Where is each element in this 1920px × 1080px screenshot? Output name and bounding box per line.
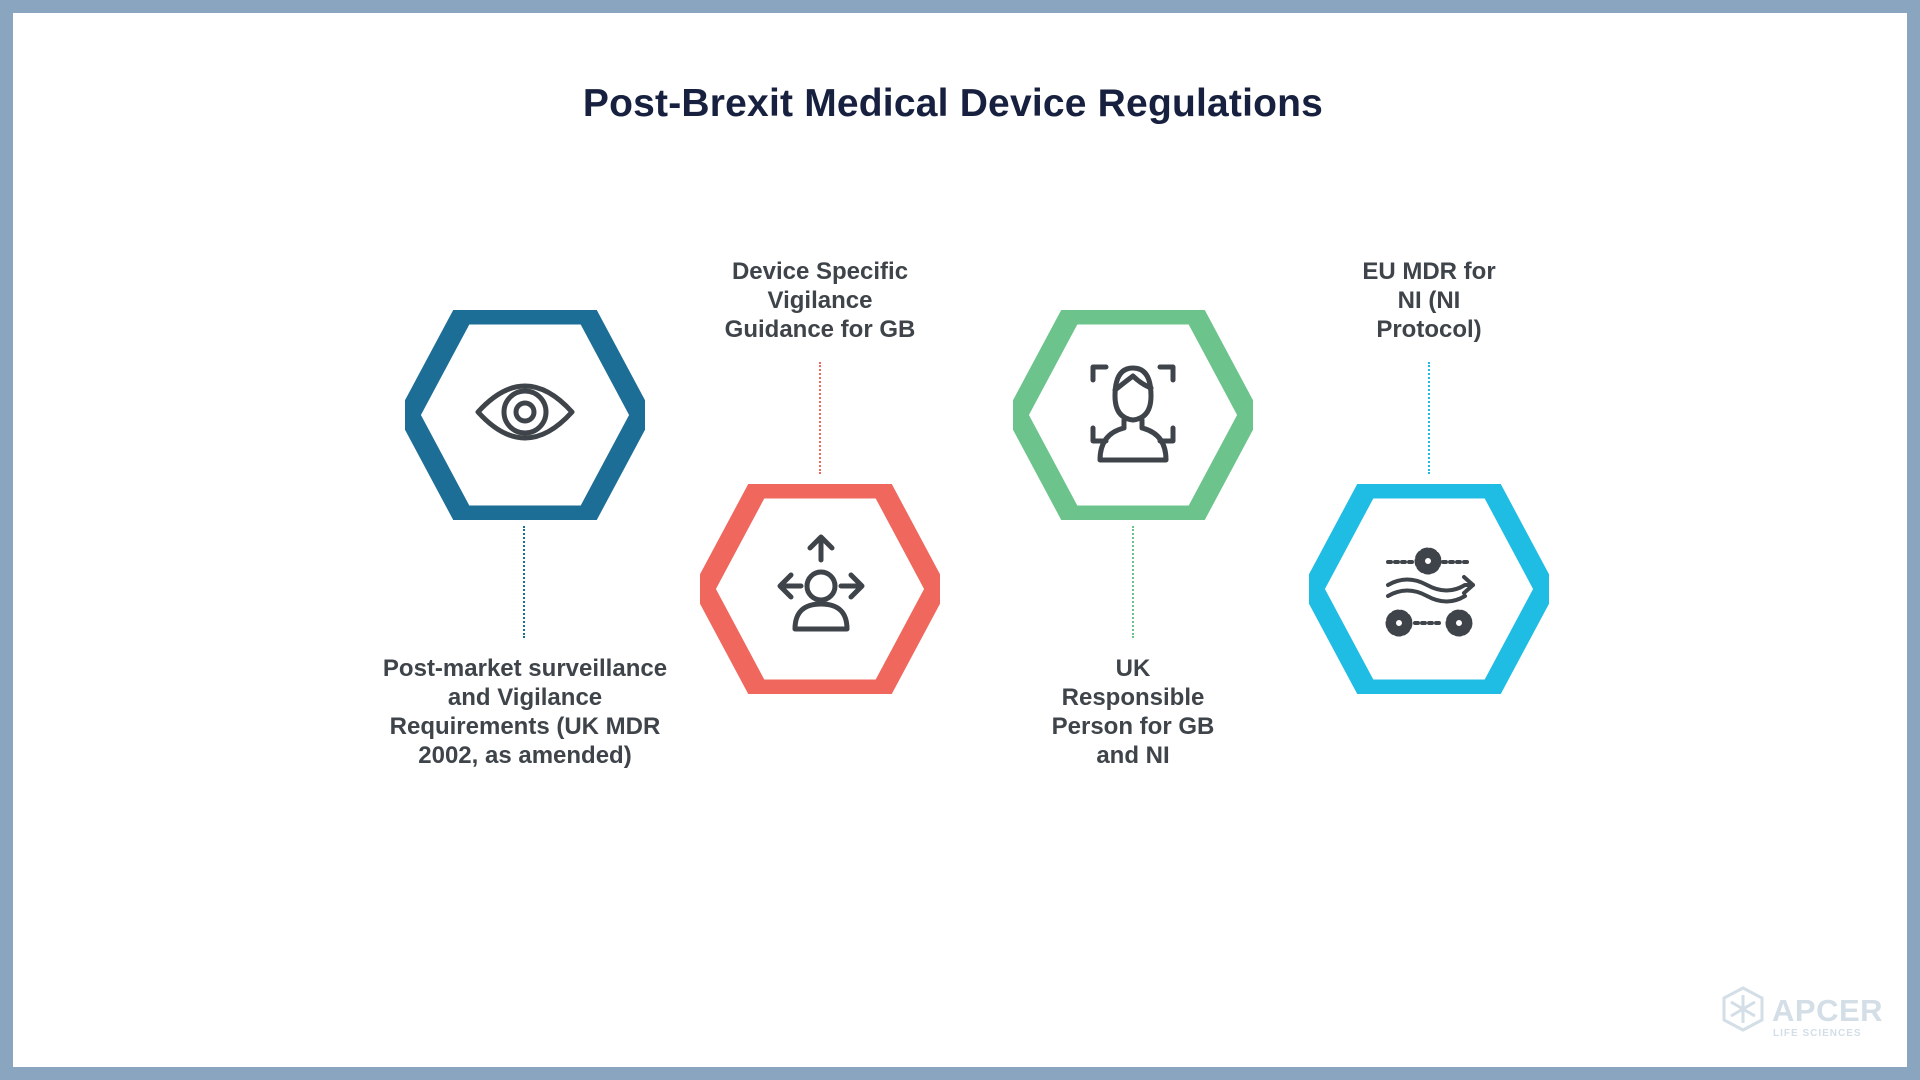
connector-2 [819, 362, 821, 474]
face-scan-icon [1090, 364, 1176, 463]
connector-1 [523, 526, 525, 638]
apcer-logo-icon [1722, 986, 1764, 1032]
label-4: EU MDR for NI (NI Protocol) [1362, 258, 1496, 343]
hexagon-3 [1013, 310, 1253, 520]
hexagon-1 [405, 310, 645, 520]
label-3: UK Responsible Person for GB and NI [1051, 655, 1215, 769]
hexagon-4 [1309, 484, 1549, 694]
person-arrows-icon [777, 534, 865, 632]
logo-subtitle: LIFE SCIENCES [1773, 1028, 1862, 1039]
connector-4 [1428, 362, 1430, 474]
hexagon-2 [700, 484, 940, 694]
logo-name: APCER [1772, 993, 1884, 1028]
connector-3 [1132, 526, 1134, 638]
slide-frame [13, 13, 1907, 1067]
page-title: Post-Brexit Medical Device Regulations [582, 82, 1324, 125]
label-2: Device Specific Vigilance Guidance for G… [724, 258, 916, 343]
eye-icon [475, 383, 575, 441]
label-1: Post-market surveillance and Vigilance R… [382, 655, 668, 769]
gears-process-icon [1385, 547, 1475, 637]
